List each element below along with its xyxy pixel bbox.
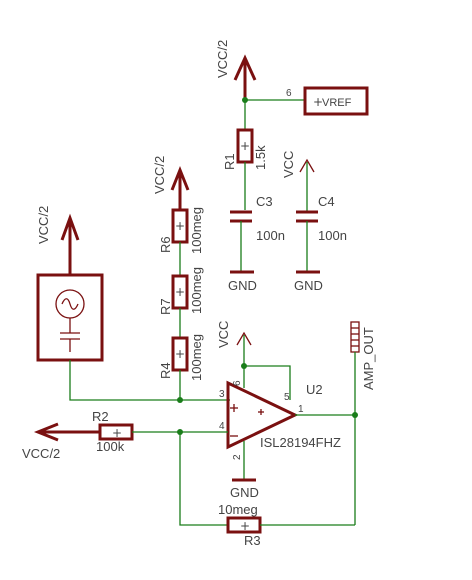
svg-text:+: + [175,285,185,299]
u2-name: U2 [306,382,323,397]
svg-text:+: + [175,219,185,233]
u2-pin5: 5 [284,392,290,403]
vref-connection: 6 VREF + [245,86,369,116]
r2-value: 100k [96,439,125,454]
resistor-r7[interactable]: + R7 100meg [158,267,204,338]
vcc-half-mid-supply: VCC/2 [152,156,190,210]
r7-name: R7 [158,298,173,315]
vcc-half-top-supply: VCC/2 [215,40,257,100]
c4-value: 100n [318,228,347,243]
svg-text:+: + [240,139,250,153]
r6-name: R6 [158,236,173,253]
opamp-u2[interactable]: U2 ISL28194FHZ 3 4 6 5 1 2 [219,380,341,460]
vcc-opamp-supply: VCC [216,321,291,400]
svg-text:+: + [112,426,122,440]
vcc-c4-label: VCC [281,151,296,178]
vcc-half-left-label: VCC/2 [36,206,51,244]
capacitor-c3[interactable]: C3 100n GND [228,194,285,293]
vcc-half-out-supply: VCC/2 [22,422,100,461]
ac-signal-source[interactable] [36,273,104,362]
r2-name: R2 [92,409,109,424]
vref-label-box [303,86,369,116]
amp-out-label: AMP_OUT [361,327,376,390]
vcc-opamp-label: VCC [216,321,231,348]
gnd-opamp-supply: GND [230,441,259,500]
r1-value: 1.5k [253,145,268,170]
r7-value: 100meg [189,267,204,314]
junction-dots [177,97,358,435]
resistor-r4[interactable]: + R4 100meg [158,334,204,400]
r4-name: R4 [158,362,173,379]
vcc-half-out-label: VCC/2 [22,446,60,461]
amp-out-connector[interactable]: AMP_OUT [350,321,376,525]
svg-text:+: + [175,347,185,361]
u2-pin1: 1 [298,404,304,415]
vref-label: VREF [322,97,352,109]
gnd-c3-label: GND [228,278,257,293]
u2-pin4: 4 [219,421,225,432]
resistor-r1[interactable]: + R1 1.5k [222,100,268,210]
r6-value: 100meg [189,207,204,254]
u2-pin6: 6 [232,380,243,386]
gnd-opamp-label: GND [230,485,259,500]
vref-pin-number: 6 [286,88,292,99]
resistor-r3[interactable]: + 10meg R3 [179,432,355,548]
vcc-half-left-supply: VCC/2 [36,206,80,275]
vcc-half-mid-label: VCC/2 [152,156,167,194]
c3-value: 100n [256,228,285,243]
r1-name: R1 [222,153,237,170]
c3-name: C3 [256,194,273,209]
resistor-r2[interactable]: + R2 100k [92,409,228,454]
r3-value: 10meg [218,502,258,517]
u2-pin3: 3 [219,389,225,400]
vref-plus-marker: + [313,95,323,109]
r3-name: R3 [244,533,261,548]
svg-text:+: + [240,519,250,533]
u2-pin2: 2 [232,454,243,460]
vcc-half-top-label: VCC/2 [215,40,230,78]
resistor-r6[interactable]: + R6 100meg [158,207,204,276]
u2-part-number: ISL28194FHZ [260,435,341,450]
c4-name: C4 [318,194,335,209]
gnd-c4-label: GND [294,278,323,293]
r4-value: 100meg [189,334,204,381]
source-to-in-plus-wire [69,360,230,401]
capacitor-c4[interactable]: VCC C4 100n GND [281,151,347,293]
